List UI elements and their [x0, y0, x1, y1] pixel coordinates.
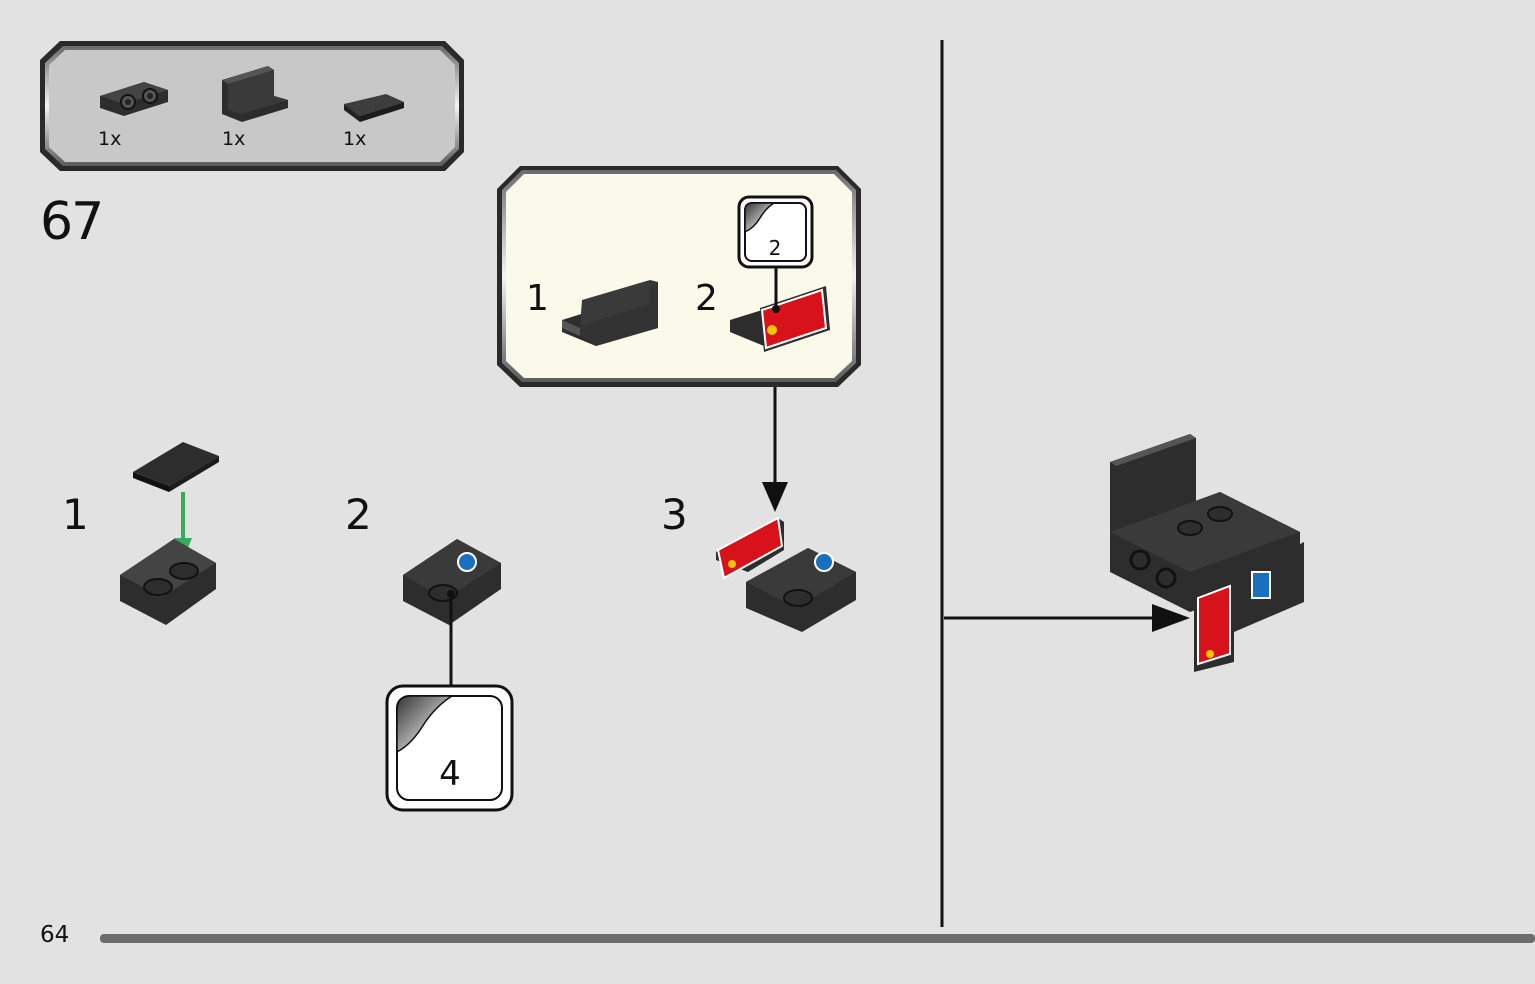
substep-number-3: 3 — [661, 490, 688, 539]
substep-3-assembly — [716, 516, 856, 632]
sticker-number-4: 4 — [439, 754, 461, 794]
part-qty-1: 1x — [98, 128, 122, 150]
substep-number-2: 2 — [345, 490, 372, 539]
wedge-tile-icon — [344, 94, 404, 122]
callout-substep-2: 2 — [695, 278, 718, 319]
callout-panel — [562, 280, 658, 346]
panel-icon — [222, 66, 288, 122]
result-model — [1110, 434, 1304, 672]
part-qty-2: 1x — [222, 128, 246, 150]
sticker-number-2: 2 — [768, 236, 782, 260]
step-number: 67 — [40, 192, 104, 252]
page-progress-bar — [100, 934, 1535, 943]
parts-list-box — [40, 41, 464, 171]
substep-1-plate — [120, 539, 216, 625]
sticker-badge-2 — [737, 195, 814, 269]
bracket-plate-icon — [100, 82, 168, 116]
substep-number-1: 1 — [62, 490, 89, 539]
callout-substep-1: 1 — [526, 278, 549, 319]
sticker-badge-4 — [385, 684, 514, 812]
substep-1-wedge-tile — [133, 442, 219, 492]
page-number: 64 — [40, 922, 70, 948]
part-qty-3: 1x — [343, 128, 367, 150]
